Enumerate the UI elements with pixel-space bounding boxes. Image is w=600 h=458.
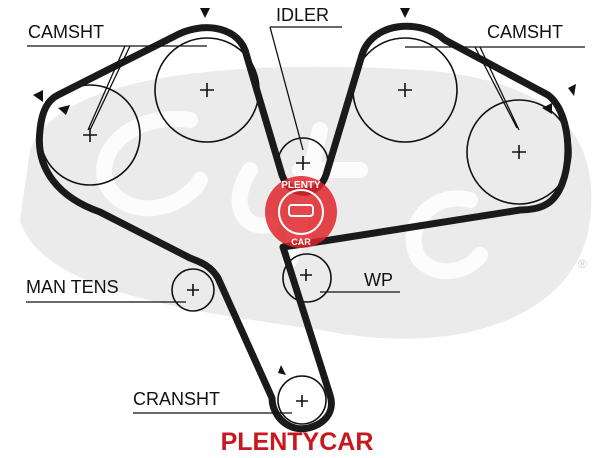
stamp-bottom-text: CAR: [291, 237, 311, 247]
water-pump-pulley: [282, 253, 332, 303]
stamp-top-text: PLENTY: [281, 180, 321, 191]
pulley-centers: [83, 83, 526, 407]
car-icon: [288, 204, 314, 217]
plentycar-stamp: PLENTY CAR: [265, 176, 337, 248]
idler-leader: [269, 26, 342, 151]
label-wp: WP: [364, 270, 393, 290]
label-cranshaft: CRANSHT: [133, 389, 220, 409]
label-idler: IDLER: [276, 5, 329, 25]
crankshaft-pulley: [277, 375, 327, 425]
label-camsht-left: CAMSHT: [28, 22, 104, 42]
label-camsht-right: CAMSHT: [487, 22, 563, 42]
camsht-left-leader: [27, 45, 207, 131]
label-man-tens: MAN TENS: [26, 277, 119, 297]
camsht-right-leader: [405, 46, 585, 131]
direction-arrows: [33, 8, 576, 375]
registered-mark: ®: [578, 257, 587, 271]
manual-tensioner-pulley: [171, 268, 215, 312]
brand-caption: PLENTYCAR: [221, 428, 374, 456]
